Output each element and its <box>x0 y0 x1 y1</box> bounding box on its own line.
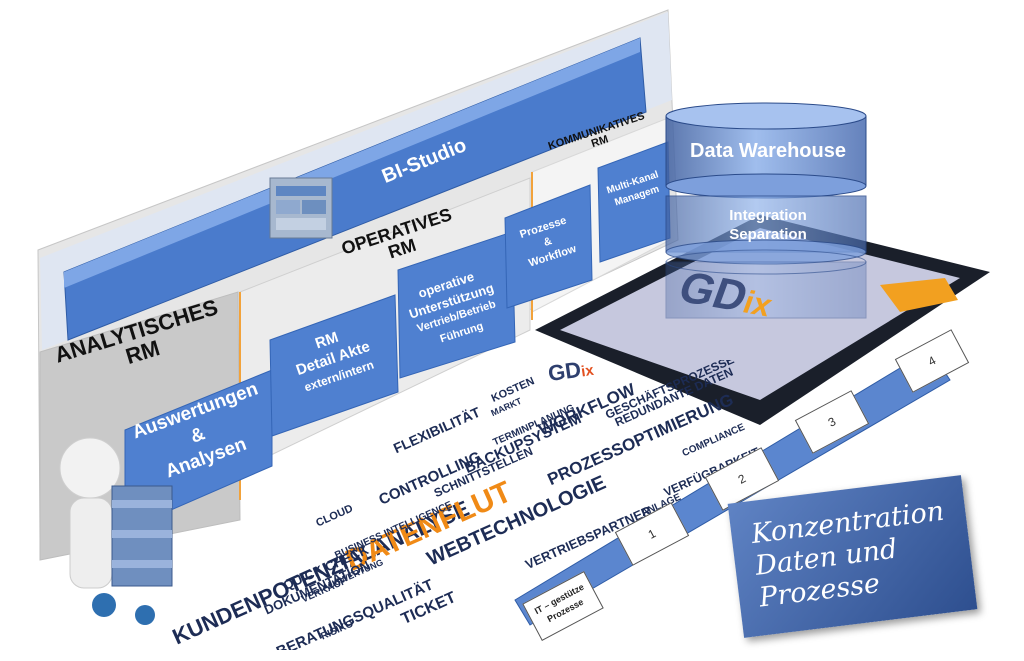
word-flexibilitaet: FLEXIBILITÄT <box>390 403 483 457</box>
cylinder-mid-label: Integration Separation <box>668 206 868 244</box>
konzentration-box: Konzentration Daten und Prozesse <box>727 475 978 638</box>
database-cylinder <box>665 102 867 319</box>
cylinder-top-label: Data Warehouse <box>690 140 846 162</box>
cylinder-mid-l2: Separation <box>729 226 807 243</box>
word-cloud: KUNDENPOTENZIALANALYSE FLEXIBILITÄT KOST… <box>160 360 780 650</box>
cylinder-mid-l1: Integration <box>729 207 807 224</box>
word-cloud-term: CLOUD <box>314 502 355 530</box>
